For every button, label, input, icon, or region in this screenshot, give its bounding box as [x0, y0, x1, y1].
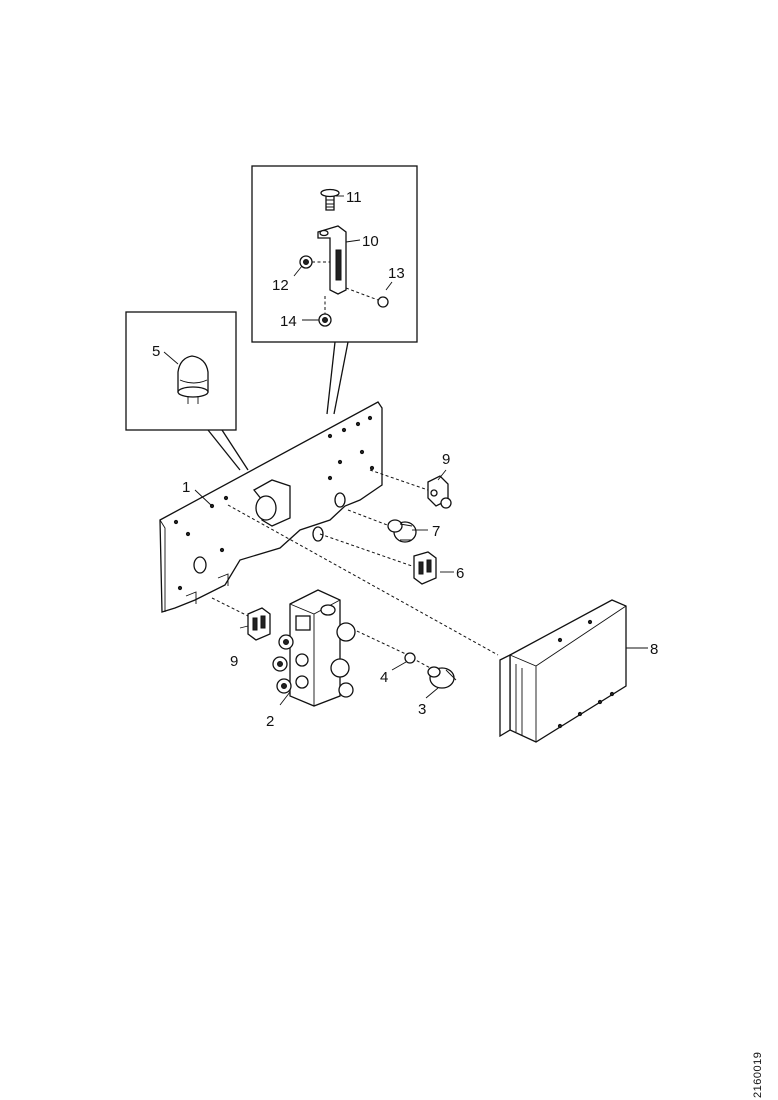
- valve-block: [272, 589, 356, 707]
- mounting-panel: [159, 401, 383, 613]
- terminal-block: [413, 551, 437, 585]
- leader-lines: [163, 195, 648, 706]
- callout-12: 12: [272, 277, 289, 294]
- callout-1: 1: [182, 479, 190, 496]
- o-ring: [404, 652, 416, 664]
- callout-4: 4: [380, 669, 388, 686]
- callout-10: 10: [362, 233, 379, 250]
- callout-3: 3: [418, 701, 426, 718]
- connector-upper: [427, 475, 452, 509]
- callout-9-lower: 9: [230, 653, 238, 670]
- callout-5: 5: [152, 343, 160, 360]
- callout-11: 11: [346, 189, 362, 206]
- fitting: [427, 666, 457, 689]
- connector-lower: [247, 607, 271, 641]
- callout-14: 14: [280, 313, 297, 330]
- callout-6: 6: [456, 565, 464, 582]
- callout-labels: 1 2 3 4 5 6 7 8 9 9 10 11 12 13 14: [152, 189, 658, 730]
- detail-inset-knob: [125, 311, 249, 471]
- callout-8: 8: [650, 641, 658, 658]
- callout-9-upper: 9: [442, 451, 450, 468]
- figure-id: 2160019: [752, 1051, 764, 1098]
- callout-13: 13: [388, 265, 405, 282]
- callout-2: 2: [266, 713, 274, 730]
- detail-inset-bracket: [251, 165, 418, 415]
- rotary-switch: [387, 519, 417, 543]
- control-module: [499, 599, 627, 743]
- callout-7: 7: [432, 523, 440, 540]
